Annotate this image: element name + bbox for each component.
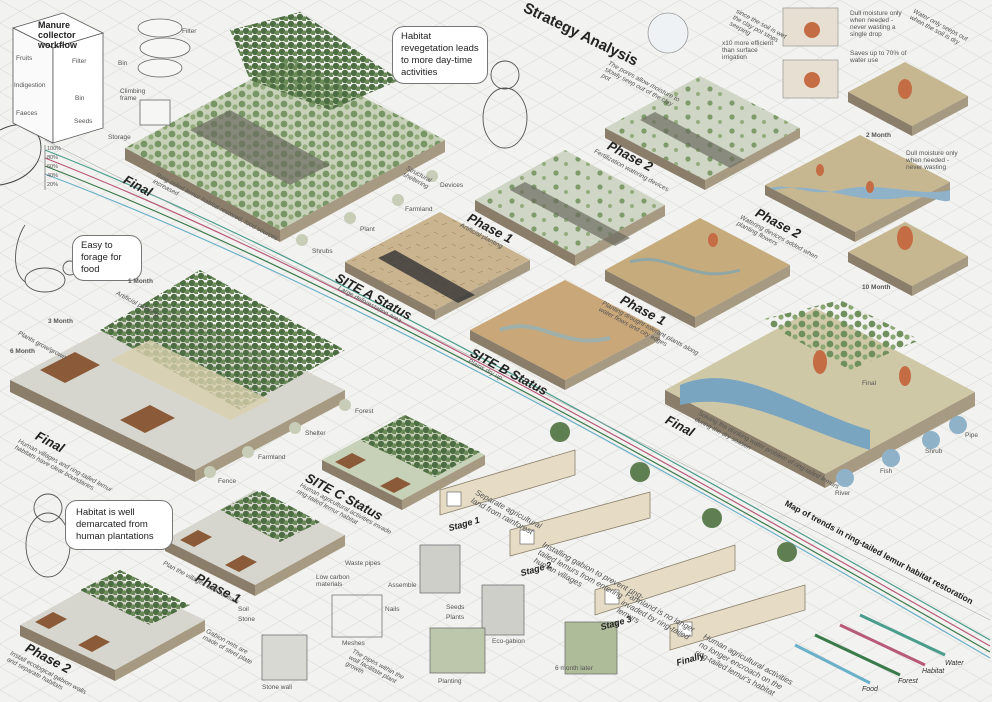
- meshes-label: Meshes: [342, 640, 365, 647]
- legend-lines: [794, 613, 946, 685]
- small-icons: [204, 7, 967, 487]
- climbing-frame-label: Climbing frame: [120, 88, 146, 102]
- planting-label: Planting: [438, 678, 462, 685]
- site-b-phase1-slab: [605, 218, 790, 328]
- low-carbon-label: Low carbon materials: [316, 574, 350, 588]
- month-3-label: 3 Month: [48, 318, 73, 325]
- legend-line-food: [794, 643, 871, 685]
- axis-tick-80: 80%: [47, 155, 59, 161]
- axis-tick-20: 20%: [47, 182, 59, 188]
- legend-habitat: Habitat: [922, 668, 945, 675]
- legend-line-forest: [814, 633, 901, 677]
- filter-label: Filter: [182, 28, 197, 35]
- site-a-label-shrubs: Shrubs: [312, 248, 333, 255]
- site-a-phase1-slab: [475, 150, 665, 266]
- site-b-status-slab: [470, 280, 660, 390]
- site-c-label-shelter: Shelter: [305, 430, 326, 437]
- waste-pipes-label: Waste pipes: [345, 560, 381, 567]
- plants-label: Plants: [446, 614, 465, 621]
- gabion-modules: [261, 544, 618, 681]
- workflow-faeces: Faeces: [16, 110, 38, 117]
- efficiency-note: x10 more efficient than surface irrigati…: [722, 40, 774, 61]
- pipe-label: Pipe: [965, 432, 979, 439]
- bin-label: Bin: [118, 60, 128, 67]
- site-a-label-plant: Plant: [360, 226, 375, 233]
- site-b-final-slab: [665, 300, 975, 488]
- assemble-label: Assemble: [388, 582, 417, 589]
- site-b-phase2-slab: [765, 135, 950, 242]
- storage-label: Storage: [108, 134, 131, 141]
- workflow-card: [11, 12, 105, 144]
- workflow-filter: Filter: [72, 58, 87, 65]
- site-c-label-fence: Fence: [218, 478, 237, 485]
- workflow-seeds: Seeds: [74, 118, 93, 125]
- nails-label: Nails: [385, 606, 400, 613]
- moisture-note-1: Dull moisture only when needed - never w…: [850, 10, 902, 38]
- workflow-bin: Bin: [75, 95, 85, 102]
- site-a-label-farmland: Farmland: [405, 206, 433, 213]
- seeds-label: Seeds: [446, 604, 465, 611]
- moisture-note-3: Dull moisture only when needed - never w…: [906, 150, 958, 171]
- pot-detail-slabs: [708, 62, 968, 386]
- site-c-phase2-slab: [20, 570, 205, 681]
- stage-walls: [439, 422, 806, 651]
- bubble-demarcated: Habitat is well demarcated from human pl…: [65, 500, 173, 550]
- site-c-label-farmland: Farmland: [258, 454, 286, 461]
- river-label: River: [835, 490, 851, 497]
- site-a-final-slab: [125, 12, 445, 242]
- bubble-revegetation: Habitat revegetation leads to more day-t…: [392, 26, 488, 84]
- legend-water: Water: [945, 660, 964, 667]
- site-a-phase2-slab: [605, 76, 800, 190]
- fish-label: Fish: [880, 468, 893, 475]
- site-a-status-slab: [345, 212, 530, 320]
- axis-tick-40: 40%: [47, 173, 59, 179]
- bubble-forage: Easy to forage for food: [72, 235, 142, 281]
- legend-forest: Forest: [898, 678, 918, 685]
- six-month-later-label: 6 month later: [555, 665, 593, 672]
- workflow-fruits: Fruits: [16, 55, 33, 62]
- axis-tick-60: 60%: [47, 164, 59, 170]
- site-b-final-label: Final: [862, 380, 877, 387]
- shrub-label: Shrub: [925, 448, 943, 455]
- stone-wall-label: Stone wall: [262, 684, 292, 691]
- site-c-status-slab: [322, 415, 485, 510]
- month-1-label: 1 Month: [128, 278, 153, 285]
- axis-tick-100: 100%: [47, 146, 62, 152]
- site-a-label-devices: Devices: [440, 182, 464, 189]
- legend-line-habitat: [839, 623, 926, 667]
- workflow-indigestion: Indigestion: [14, 82, 46, 89]
- month-2-label: 2 Month: [866, 132, 891, 139]
- workflow-title: Manure collector workflow: [38, 20, 78, 50]
- site-c-phase1-slab: [165, 490, 345, 596]
- stone-label: Stone: [238, 616, 255, 623]
- legend-line-water: [859, 613, 946, 657]
- saves-note: Saves up to 70% of water use: [850, 50, 907, 64]
- filter-sculpture: [137, 18, 191, 126]
- month-6-label: 6 Month: [10, 348, 35, 355]
- site-c-label-forest: Forest: [355, 408, 374, 415]
- site-c-final-slab: [10, 270, 345, 482]
- eco-gabion-label: Eco-gabion: [492, 638, 525, 645]
- month-10-label: 10 Month: [862, 284, 891, 291]
- legend-food: Food: [862, 686, 878, 693]
- trend-lines: [44, 139, 991, 659]
- soil-label: Soil: [238, 606, 249, 613]
